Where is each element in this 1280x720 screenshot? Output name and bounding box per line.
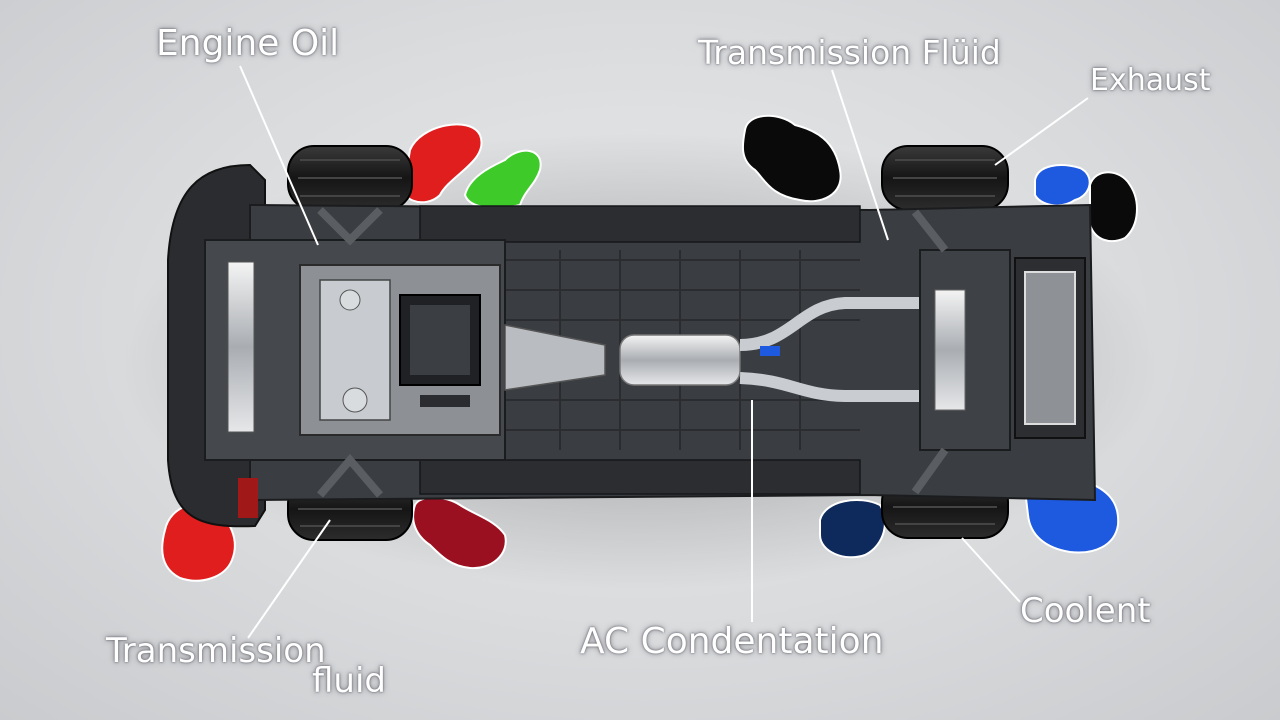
rear-axle-component [934,289,966,411]
ac-condensation-label: AC Condentation [580,621,884,662]
rear-suspension-bottom [911,447,949,495]
exhaust-puddle-left [741,114,842,203]
transmission-fluid-top-leader [831,69,889,241]
exhaust-system [619,297,920,402]
rear-cooler [1024,271,1076,425]
exhaust-puddle-right [1089,171,1138,243]
side-sill-bottom [419,459,861,495]
tire-front-right-icon [881,145,1009,211]
side-sill-top [419,205,861,243]
muffler [619,334,741,386]
coolant-label: Coolent [1020,591,1151,631]
transmission-fluid-bottom-leader [247,519,331,639]
transmission-fluid-bottom-label-line2: fluid [312,661,386,701]
tires [287,145,1009,541]
engine-block [299,264,501,436]
engine-oil-label: Engine Oil [156,23,340,64]
coolant-leader [961,537,1021,603]
rear-suspension-top [911,209,949,253]
front-reflector [238,478,258,518]
exhaust-leader [994,97,1089,166]
tire-front-left-icon [287,145,413,211]
transmission-housing [504,324,606,391]
engine-oil-puddle [402,123,483,204]
transmission-fluid-top-label: Transmission Flüid [698,33,1001,72]
exhaust-label: Exhaust [1090,63,1211,98]
front-suspension-bottom [316,453,384,498]
engine-oil-leader [239,65,319,246]
transmission-fluid-bottom-label-line1: Transmission [106,631,326,671]
leader-lines [239,65,1089,639]
transmission-fluid-puddle [412,496,507,570]
car-chassis [167,163,1097,528]
coolant-dark-puddle [819,499,886,559]
front-radiator [227,261,255,433]
front-suspension-top [317,207,383,246]
coolant-puddle-top-right [1034,164,1091,207]
